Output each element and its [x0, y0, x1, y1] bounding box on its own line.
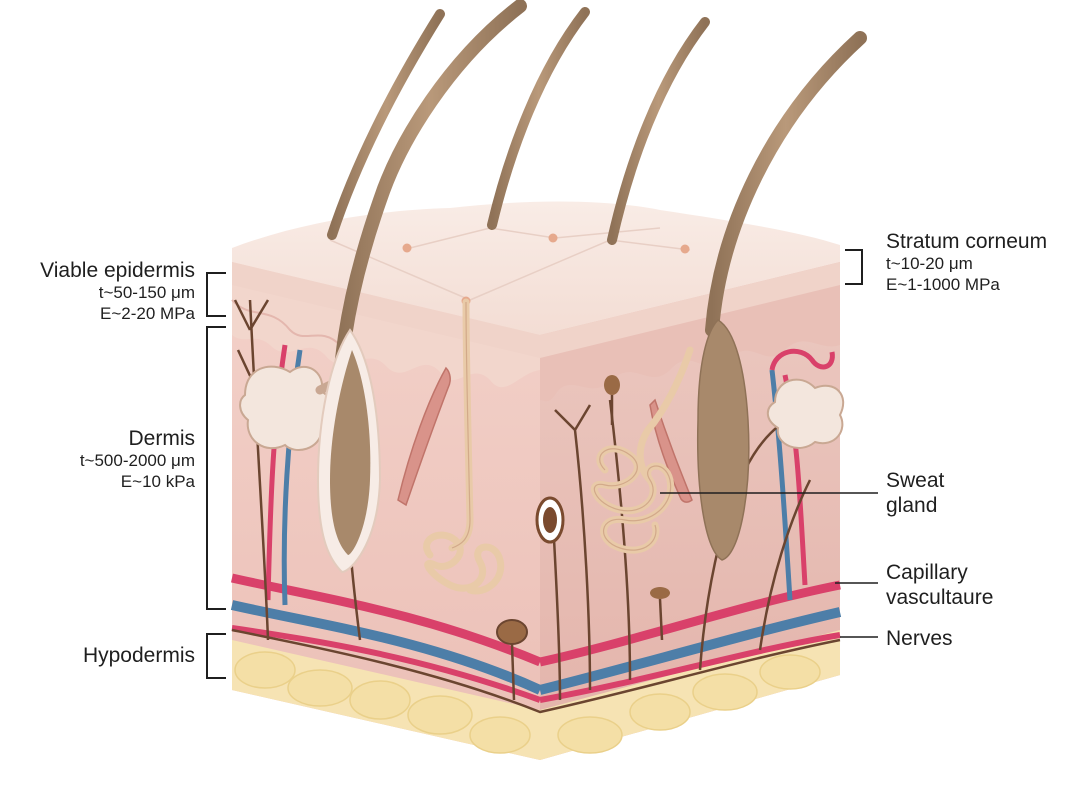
label-capillary: Capillary vascultaure [886, 560, 993, 610]
nerves-title: Nerves [886, 627, 953, 650]
label-hypodermis: Hypodermis [83, 643, 195, 668]
stratum-corneum-title: Stratum corneum [886, 230, 1048, 253]
bracket-dermis [206, 326, 226, 610]
viable-epidermis-title: Viable epidermis [40, 259, 195, 282]
brackets [206, 249, 863, 679]
stratum-corneum-modulus: E~1-1000 MPa [886, 274, 1000, 294]
viable-epidermis-thickness: t~50-150 μm [98, 283, 195, 303]
bracket-stratum-corneum [845, 249, 863, 285]
receptors [496, 375, 670, 701]
dermis-thickness: t~500-2000 μm [79, 451, 195, 471]
sebaceous-glands [239, 365, 845, 451]
viable-epidermis-modulus: E~2-20 MPa [100, 303, 195, 323]
stratum-corneum-thickness: t~10-20 μm [886, 254, 973, 274]
capillary-line2: vascultaure [886, 586, 994, 610]
hairs [316, 0, 867, 574]
sweat-gland-line1: Sweat [886, 469, 945, 492]
fat-lobules [234, 651, 821, 754]
label-dermis: Dermis t~500-2000 μm E~10 kPa [80, 426, 195, 492]
label-nerves: Nerves [886, 626, 953, 651]
pointer-lines [660, 492, 878, 638]
sweat-gland-outline [451, 301, 672, 551]
hypodermis-title: Hypodermis [82, 644, 195, 667]
capillary-line1: Capillary [886, 561, 968, 584]
dermis-modulus: E~10 kPa [120, 471, 195, 491]
arrector-muscles [397, 366, 693, 507]
sweat-gland-line2: gland [886, 494, 938, 518]
label-viable-epidermis: Viable epidermis t~50-150 μm E~2-20 MPa [40, 258, 195, 324]
label-sweat-gland: Sweat gland [886, 468, 944, 518]
bracket-viable-epidermis [206, 272, 226, 317]
bracket-hypodermis [206, 633, 226, 679]
label-stratum-corneum: Stratum corneum t~10-20 μm E~1-1000 MPa [886, 229, 1047, 295]
dermis-title: Dermis [128, 427, 196, 450]
